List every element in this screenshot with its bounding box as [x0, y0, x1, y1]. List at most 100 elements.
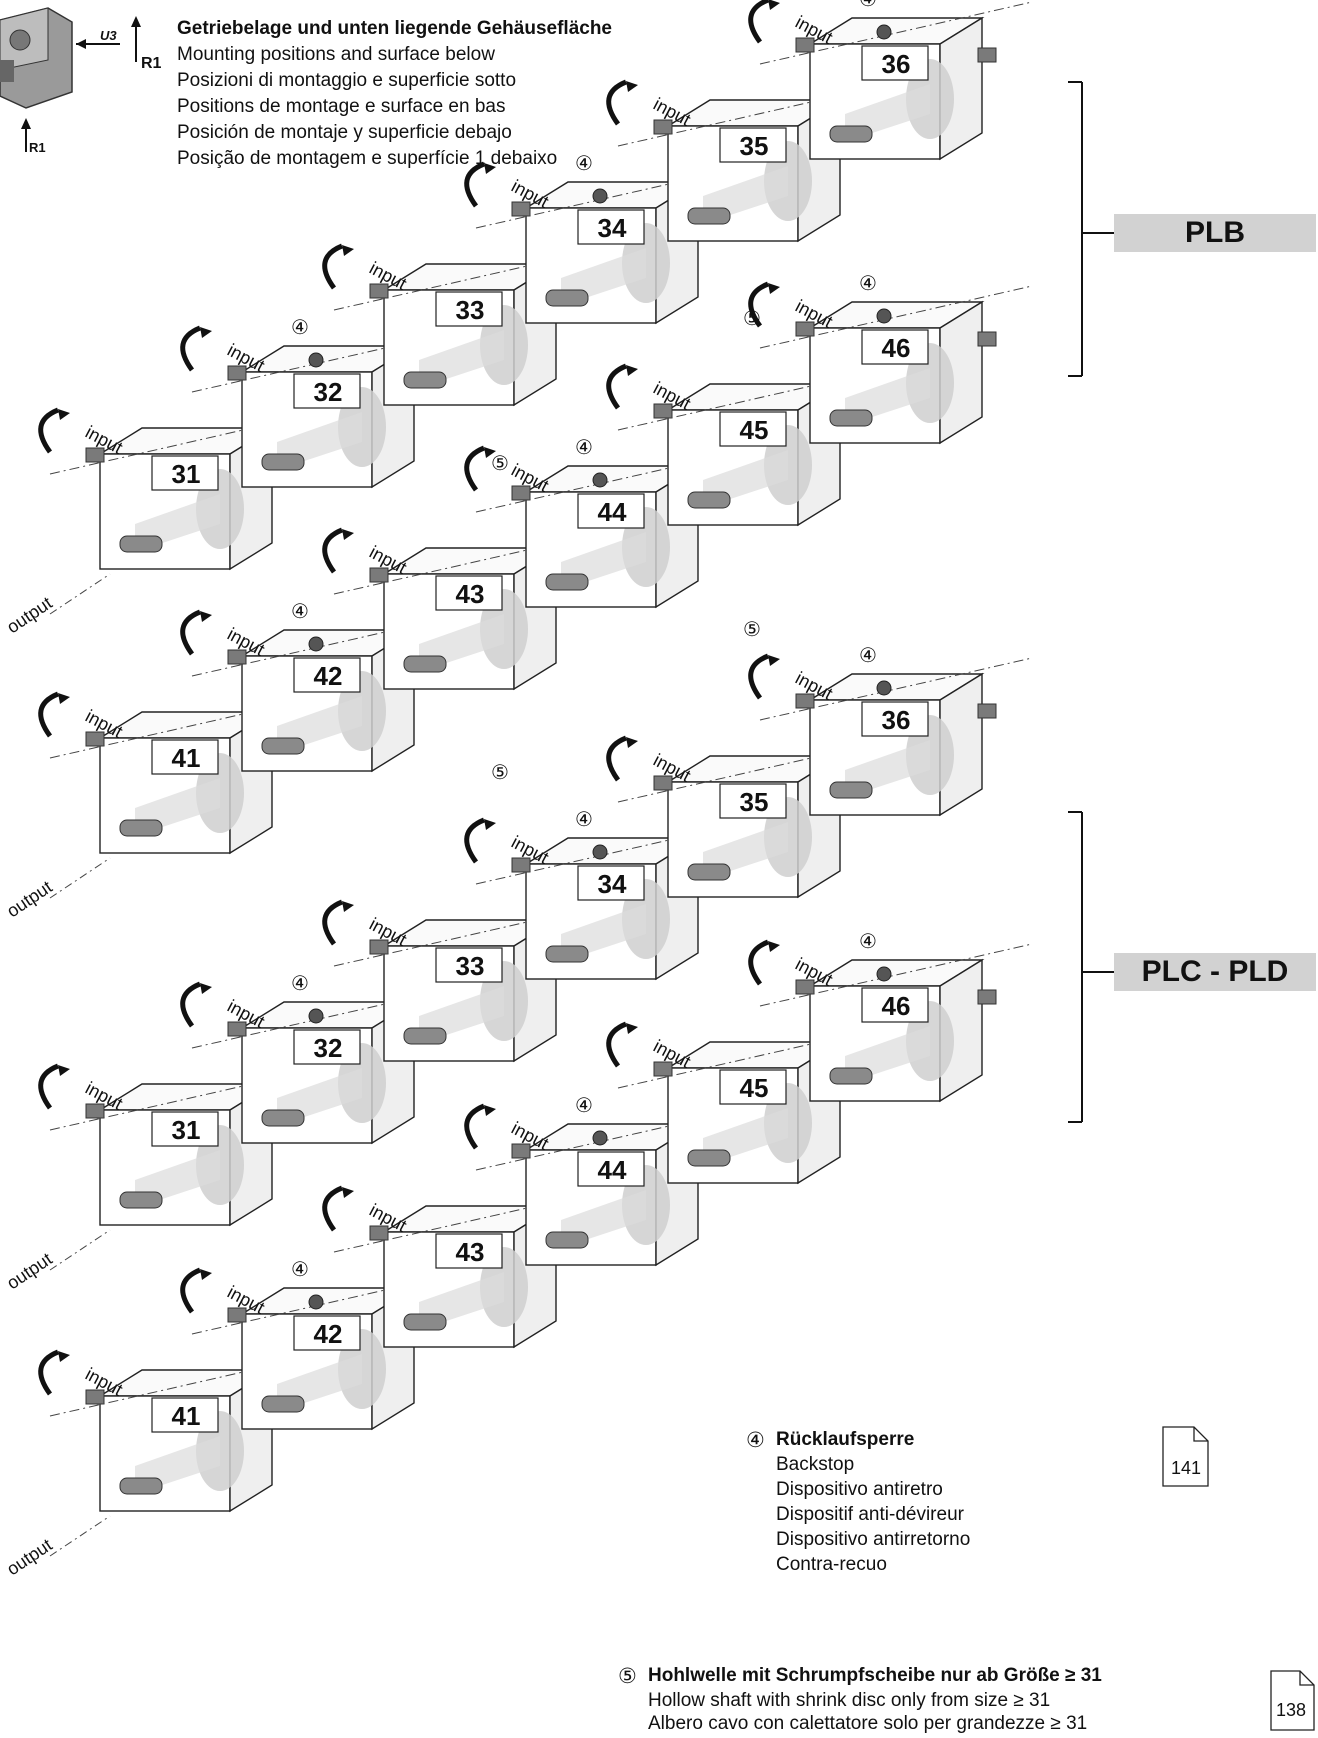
position-number: 31: [172, 1115, 201, 1145]
input-shaft: [227, 649, 247, 665]
rotation-arrow: [464, 1103, 486, 1150]
axis-line: [759, 1, 1033, 65]
input-shaft: [227, 1021, 247, 1037]
rotation-arrow-head: [768, 283, 780, 294]
rotation-arrow: [322, 1185, 344, 1232]
output-label: output: [3, 593, 56, 638]
rotation-arrow: [180, 325, 202, 372]
rotation-arrow-head: [768, 941, 780, 952]
output-label: output: [3, 1535, 56, 1580]
rotation-arrow-head: [484, 163, 496, 174]
front-shaft: [261, 1109, 305, 1127]
backstop-knob: [876, 24, 892, 40]
page-ref-icon-141[interactable]: [1162, 1426, 1210, 1488]
group-badge-plb: PLB: [1114, 214, 1316, 252]
input-shaft: [227, 365, 247, 381]
position-number: 32: [314, 377, 343, 407]
input-shaft: [795, 693, 815, 709]
axis-line: [333, 531, 607, 595]
position-number: 35: [740, 787, 769, 817]
position-number: 33: [456, 295, 485, 325]
position-label-box: [435, 291, 503, 327]
legend-hollow-line-2: Albero cavo con calettatore solo per gra…: [648, 1713, 1088, 1734]
rotation-arrow: [606, 735, 628, 782]
position-number: 46: [882, 991, 911, 1021]
rotation-arrow-head: [342, 901, 354, 912]
axis-line: [191, 1271, 465, 1335]
front-shaft: [829, 125, 873, 143]
front-shaft: [403, 1313, 447, 1331]
input-shaft: [653, 119, 673, 135]
rotation-arrow: [38, 691, 60, 738]
position-label-box: [719, 411, 787, 447]
rotation-arrow-head: [484, 819, 496, 830]
rotation-arrow: [464, 445, 486, 492]
page-ref-138[interactable]: 138: [1276, 1700, 1307, 1720]
axis-label-u3: U3: [100, 28, 117, 43]
input-shaft: [511, 201, 531, 217]
backstop-knob: [592, 1130, 608, 1146]
axis-line: [333, 1189, 607, 1253]
position-label-box: [861, 329, 929, 365]
front-shaft: [261, 1395, 305, 1413]
input-shaft: [369, 939, 389, 955]
input-shaft: [653, 403, 673, 419]
rotation-arrow-head: [768, 0, 780, 10]
position-label-box: [293, 657, 361, 693]
axis-line: [475, 821, 749, 885]
position-number: 41: [172, 1401, 201, 1431]
output-axis-line: [49, 857, 111, 899]
backstop-marker-label: ④: [575, 437, 593, 459]
page-ref-141[interactable]: 141: [1171, 1458, 1202, 1478]
output-shaft-stub: [977, 989, 997, 1005]
input-shaft: [369, 1225, 389, 1241]
rotation-arrow-head: [626, 1023, 638, 1034]
rotation-arrow-head: [200, 1269, 212, 1280]
backstop-knob: [308, 636, 324, 652]
position-label-box: [435, 1233, 503, 1269]
position-label-box: [719, 1069, 787, 1105]
position-number: 43: [456, 1237, 485, 1267]
front-shaft: [119, 1477, 163, 1495]
backstop-marker-label: ④: [575, 1095, 593, 1117]
front-shaft: [545, 289, 589, 307]
backstop-knob: [592, 844, 608, 860]
backstop-knob: [876, 308, 892, 324]
front-shaft: [261, 453, 305, 471]
front-shaft: [119, 819, 163, 837]
backstop-marker-label: ④: [575, 153, 593, 175]
legend-backstop-line-3: Dispositif anti-dévireur: [776, 1504, 964, 1525]
position-number: 43: [456, 579, 485, 609]
axis-line: [191, 329, 465, 393]
front-shaft: [687, 491, 731, 509]
position-number: 45: [740, 1073, 769, 1103]
rotation-arrow: [748, 939, 770, 986]
position-label-box: [151, 1397, 219, 1433]
position-label-box: [719, 783, 787, 819]
position-number: 45: [740, 415, 769, 445]
rotation-arrow: [748, 281, 770, 328]
position-number: 32: [314, 1033, 343, 1063]
front-shaft: [687, 863, 731, 881]
backstop-marker-label: ④: [291, 601, 309, 623]
rotation-arrow-head: [342, 245, 354, 256]
axis-line: [191, 985, 465, 1049]
rotation-arrow-head: [200, 611, 212, 622]
backstop-knob: [592, 472, 608, 488]
axis-line: [475, 449, 749, 513]
axis-label-r1-bottom: R1: [29, 140, 46, 155]
hollow-shaft-marker: ⑤: [743, 619, 761, 641]
page-ref-icon-138[interactable]: [1270, 1670, 1316, 1732]
backstop-marker-label: ④: [291, 1259, 309, 1281]
